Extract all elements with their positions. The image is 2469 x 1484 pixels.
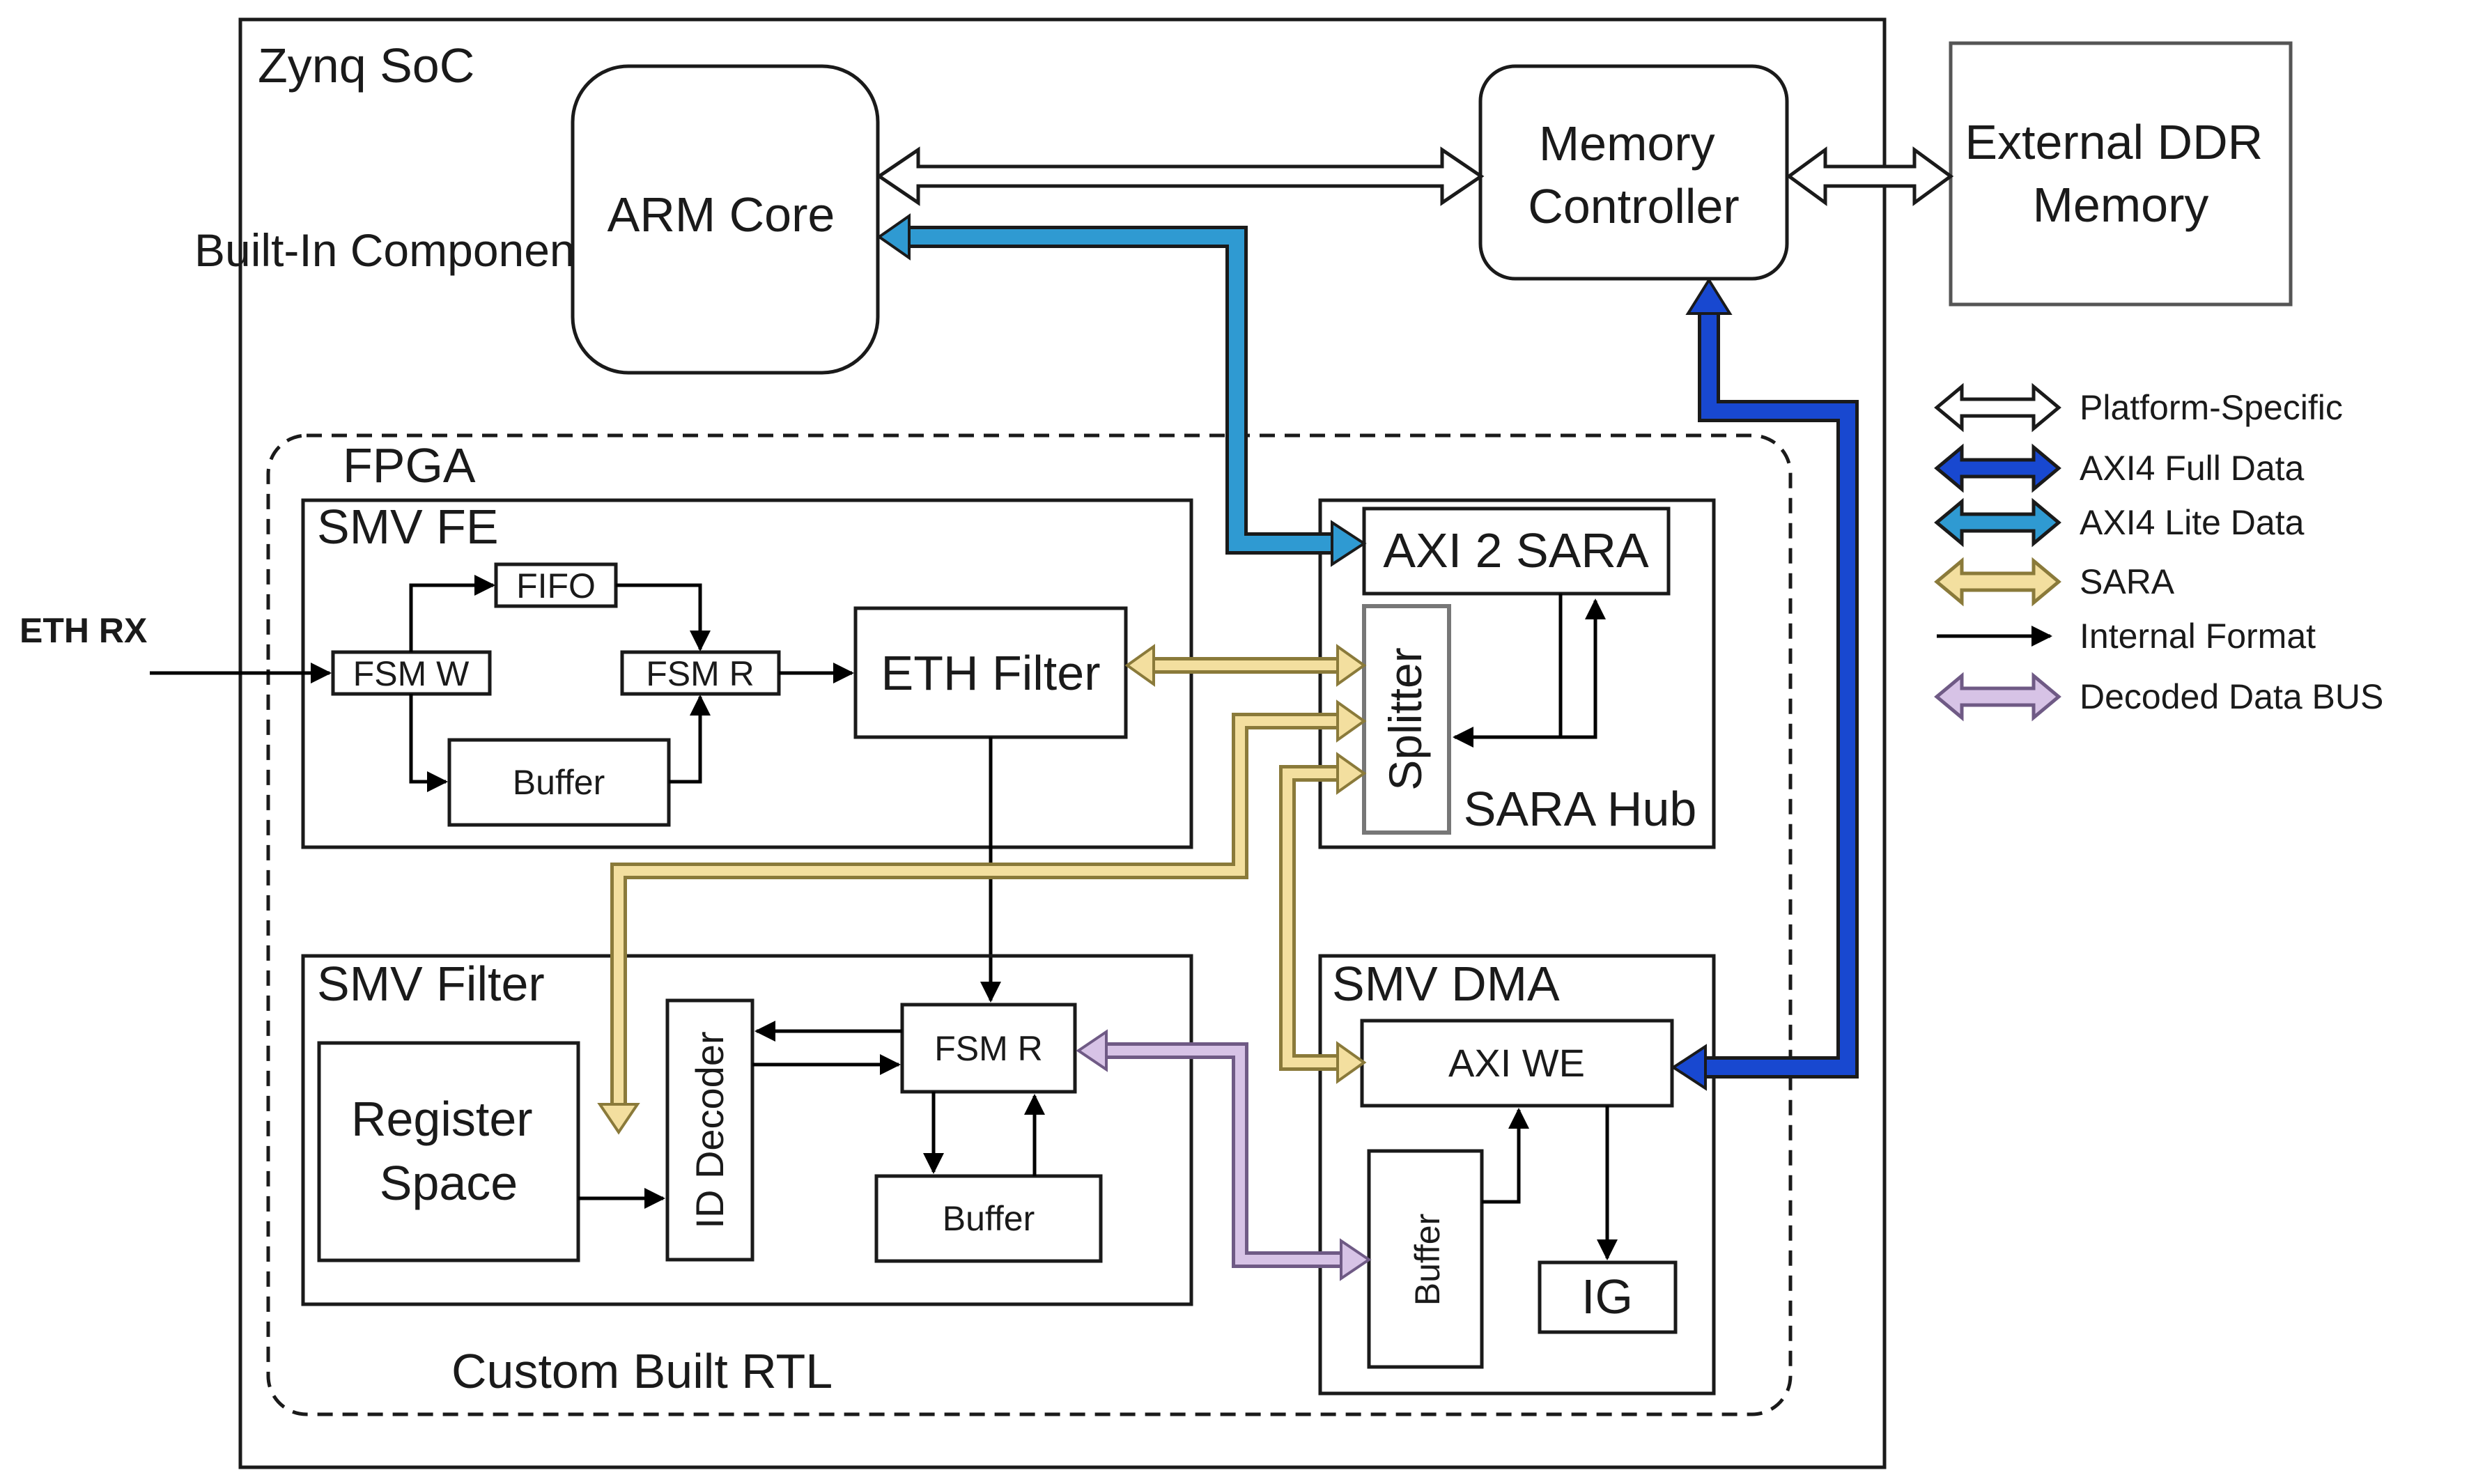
sara-buses: [597, 644, 1367, 1135]
fpga-region: [266, 433, 1793, 1416]
arm-core-block: [571, 64, 880, 375]
custom-rtl-label: Custom Built RTL: [451, 1344, 833, 1398]
legend-symbol: [1934, 382, 2061, 433]
fe-buffer-block: [447, 738, 671, 827]
fsm-w-block: [331, 650, 492, 696]
splitter-block: [1362, 604, 1451, 835]
axi2sara-block: [1362, 507, 1671, 596]
external-ddr-label: External DDR Memory: [1965, 115, 2276, 232]
fsm-r-filter-label: FSM R: [934, 1029, 1043, 1068]
splitter-label: Splitter: [1379, 647, 1431, 790]
smv-fe-title: SMV FE: [317, 500, 499, 554]
legend-label: Internal Format: [2080, 617, 2316, 656]
legend-label: SARA: [2080, 562, 2175, 601]
smv-dma-internal-arrows: [1482, 1106, 1618, 1260]
legend-item: SARA: [1934, 557, 2175, 607]
zynq-soc-label: Zynq SoC: [258, 38, 474, 93]
legend-label: Platform-Specific: [2080, 388, 2343, 427]
axi-we-block: [1360, 1019, 1674, 1108]
memory-controller-label: Memory Controller: [1528, 116, 1739, 233]
fsm-r-filter-block: [900, 1003, 1077, 1094]
legend-label: AXI4 Full Data: [2080, 449, 2305, 488]
fpga-label: FPGA: [343, 438, 476, 493]
dma-buffer-block: [1367, 1149, 1484, 1369]
sara-hub-internal-arrows: [1453, 594, 1606, 748]
sara-bus-register-space: [597, 700, 1367, 1135]
axi4-full-bus: [1671, 277, 1859, 1091]
smv-dma-title: SMV DMA: [1332, 957, 1560, 1011]
memory-controller-block: [1478, 64, 1789, 281]
eth-rx-label: ETH RX: [20, 611, 147, 650]
legend-symbol: [1934, 557, 2061, 607]
fe-buffer-label: Buffer: [513, 763, 605, 802]
axi-we-label: AXI WE: [1448, 1041, 1585, 1085]
axi4-lite-bus: [876, 213, 1367, 567]
legend-label: Decoded Data BUS: [2080, 677, 2383, 716]
register-space-label: Register Space: [351, 1092, 546, 1210]
sara-bus-dma: [1279, 752, 1367, 1084]
smv-filter-block: [301, 954, 1193, 1306]
legend-item: AXI4 Lite Data: [1934, 497, 2305, 548]
decoded-data-bus: [1076, 1029, 1372, 1281]
fifo-block: [494, 562, 618, 608]
filter-buffer-label: Buffer: [943, 1199, 1035, 1238]
sara-bus-eth-filter: [1124, 644, 1367, 687]
legend-item: AXI4 Full Data: [1934, 443, 2305, 493]
filter-buffer-block: [874, 1174, 1103, 1263]
built-in-components-label: Built-In Components: [194, 224, 611, 276]
eth-filter-block: [853, 606, 1128, 739]
legend-label: AXI4 Lite Data: [2080, 503, 2305, 542]
ig-label: IG: [1581, 1269, 1633, 1324]
ig-block: [1538, 1260, 1678, 1334]
register-space-block: [317, 1041, 580, 1262]
smv-filter-title: SMV Filter: [317, 957, 545, 1011]
legend-symbol: [1934, 443, 2061, 493]
external-ddr-block: [1949, 41, 2293, 307]
fsm-r-fe-block: [620, 650, 781, 696]
legend-symbol: [1934, 497, 2061, 548]
dma-buffer-label: Buffer: [1408, 1214, 1447, 1306]
sara-hub-title: SARA Hub: [1464, 782, 1697, 836]
platform-specific-buses: [876, 146, 1954, 206]
legend-symbol: [1934, 672, 2061, 722]
legend-item: Platform-Specific: [1934, 382, 2343, 433]
fsm-r-fe-label: FSM R: [646, 654, 754, 693]
smv-dma-block: [1318, 954, 1716, 1396]
legend-item: Decoded Data BUS: [1934, 672, 2383, 722]
arm-core-label: ARM Core: [607, 187, 835, 242]
axi2sara-label: AXI 2 SARA: [1383, 523, 1649, 578]
eth-filter-label: ETH Filter: [881, 646, 1101, 700]
fifo-label: FIFO: [516, 566, 596, 605]
fsm-w-label: FSM W: [353, 654, 470, 693]
zynq-soc-boundary: [238, 17, 1887, 1469]
legend-item: Internal Format: [1937, 617, 2316, 656]
id-decoder-block: [665, 998, 754, 1262]
smv-filter-internal-arrows: [578, 1021, 1045, 1209]
id-decoder-label: ID Decoder: [688, 1031, 732, 1228]
